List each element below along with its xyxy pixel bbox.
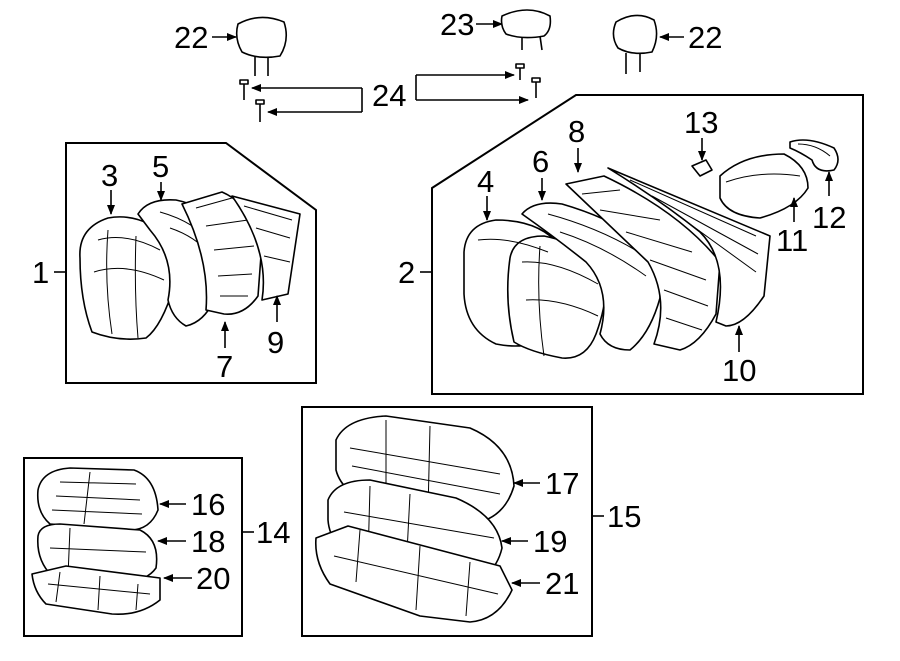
headrest-right: [612, 14, 658, 74]
callout-24: 24: [372, 78, 406, 113]
cushion-frame-right: [314, 525, 513, 623]
callout-22-left: 22: [174, 20, 208, 55]
cushion-cover-left: [36, 467, 159, 531]
callout-3: 3: [101, 158, 118, 193]
armrest: [719, 153, 809, 219]
callout-7: 7: [216, 349, 233, 384]
seatback-frame-left: [181, 191, 263, 315]
callout-17: 17: [545, 466, 579, 501]
callout-11: 11: [776, 223, 808, 258]
armrest-cup-holder: [789, 139, 839, 172]
callout-20: 20: [196, 561, 230, 596]
seatback-frame-right: [565, 175, 721, 351]
cushion-frame-left: [31, 565, 161, 616]
group-box-15: [301, 406, 593, 637]
callout-2: 2: [398, 255, 415, 290]
callout-6: 6: [532, 144, 549, 179]
group-box-1: [65, 142, 317, 384]
armrest-latch: [691, 159, 713, 177]
seatback-board-right: [607, 167, 771, 327]
callout-10: 10: [722, 353, 756, 388]
callout-5: 5: [152, 149, 169, 184]
callout-18: 18: [191, 524, 225, 559]
callout-15: 15: [607, 499, 641, 534]
seatback-board-left: [231, 195, 301, 301]
callout-12: 12: [812, 200, 846, 235]
callout-23: 23: [440, 7, 474, 42]
group-box-2: [431, 94, 864, 395]
headrest-center: [500, 9, 552, 51]
callout-16: 16: [191, 487, 225, 522]
headrest-guides: [239, 63, 541, 122]
callout-22-right: 22: [688, 20, 722, 55]
headrest-left: [235, 16, 288, 76]
group-box-14: [23, 457, 243, 637]
callout-1: 1: [32, 255, 49, 290]
callout-19: 19: [533, 524, 567, 559]
seatback-cover-right: [463, 219, 607, 359]
callout-9: 9: [267, 325, 284, 360]
callout-21: 21: [545, 566, 579, 601]
callout-13: 13: [684, 105, 718, 140]
callout-8: 8: [568, 114, 585, 149]
callout-4: 4: [477, 164, 494, 199]
callout-14: 14: [256, 515, 290, 550]
